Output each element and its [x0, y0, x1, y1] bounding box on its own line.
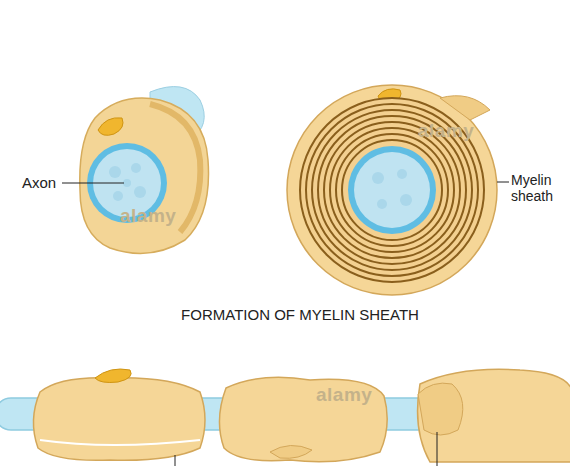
schwann-cell-wrapping — [80, 87, 209, 254]
diagram-title: FORMATION OF MYELIN SHEATH — [181, 306, 419, 323]
myelin-sheath-cross-section — [287, 85, 497, 295]
leader-line — [497, 182, 509, 183]
watermark: alamy — [316, 384, 372, 406]
watermark: alamy — [120, 205, 176, 227]
myelinated-axon — [0, 369, 570, 466]
part-label: Myelin sheath — [511, 172, 566, 204]
part-label: Axon — [22, 174, 56, 191]
leader-line — [62, 183, 124, 184]
watermark: alamy — [418, 120, 474, 142]
